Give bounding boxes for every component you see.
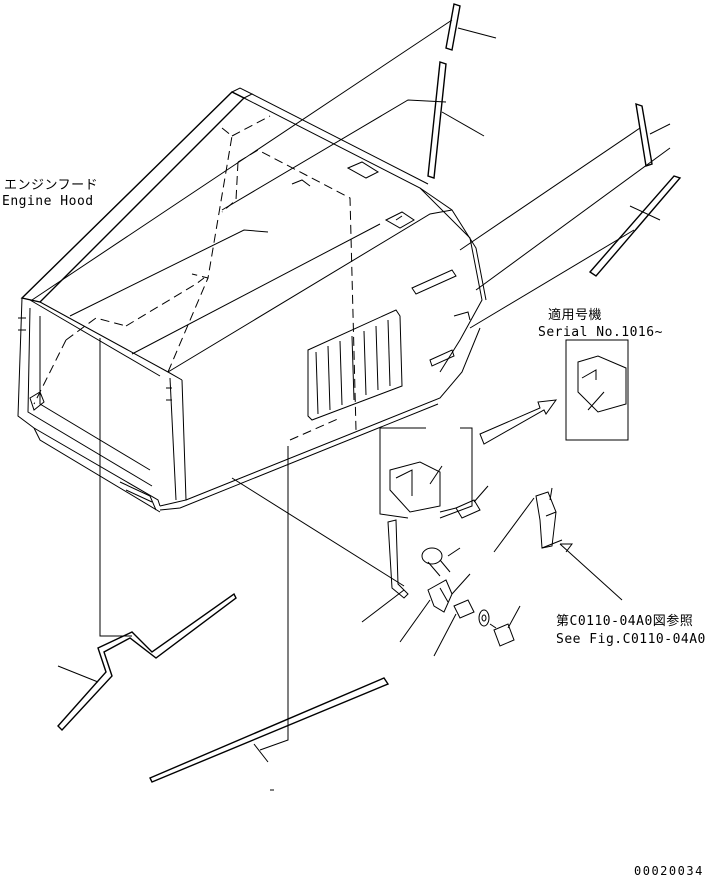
engine-hood-label-jp: エンジンフード bbox=[4, 178, 99, 193]
engine-hood-label-en: Engine Hood bbox=[2, 194, 94, 209]
small-parts bbox=[399, 547, 521, 657]
serial-label-jp: 適用号機 bbox=[548, 308, 603, 323]
serial-label-en: Serial No.1016~ bbox=[538, 325, 663, 340]
reference-lines bbox=[99, 338, 289, 751]
fig-ref-label-en: See Fig.C0110-04A0 bbox=[556, 632, 706, 647]
bracket-detail bbox=[379, 427, 489, 519]
lock-rod bbox=[231, 477, 409, 623]
leader-lines bbox=[31, 19, 671, 329]
drawing-number: 00020034 bbox=[634, 864, 704, 878]
hidden-lines bbox=[33, 115, 357, 441]
arrow-icon bbox=[479, 399, 558, 445]
rubber-seal-strip bbox=[427, 3, 682, 277]
lower-seal-strips bbox=[57, 592, 390, 791]
fig-ref-label-jp: 第C0110-04A0図参照 bbox=[556, 614, 694, 629]
engine-hood-body bbox=[17, 87, 487, 513]
clip-bracket bbox=[493, 487, 623, 601]
serial-detail-box bbox=[565, 339, 629, 441]
